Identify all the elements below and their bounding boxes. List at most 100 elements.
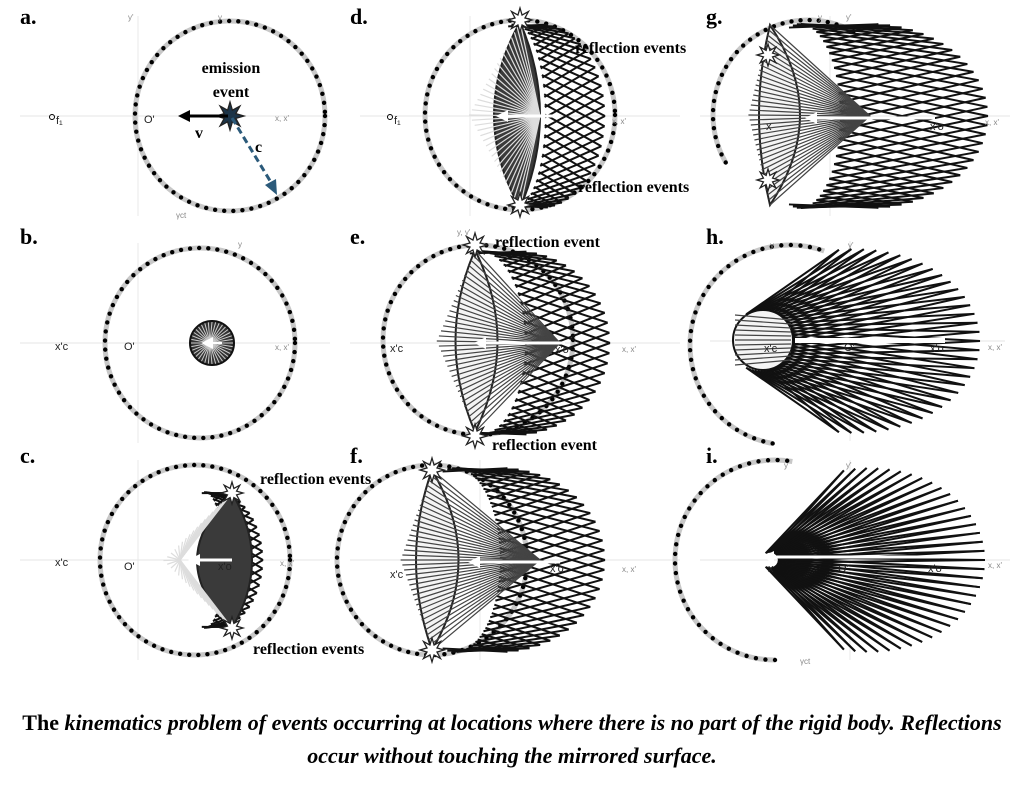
ray bbox=[754, 115, 871, 141]
ring-dot bbox=[291, 327, 297, 332]
ring-dot bbox=[373, 634, 378, 639]
ring-dot bbox=[678, 523, 684, 528]
reflected-ray bbox=[442, 647, 508, 653]
ring-dot bbox=[701, 393, 707, 398]
reflected-ray bbox=[494, 489, 570, 517]
ring-dot bbox=[290, 318, 295, 324]
ray bbox=[209, 329, 229, 344]
ring-dot bbox=[568, 32, 574, 38]
ray bbox=[513, 32, 541, 117]
ring-dot bbox=[696, 622, 702, 628]
ring-dot bbox=[734, 427, 740, 433]
panel-label-e: e. bbox=[350, 224, 365, 249]
reflected-ray bbox=[768, 248, 852, 314]
reflected-ray bbox=[466, 634, 560, 650]
axis-label: γct bbox=[176, 211, 187, 220]
reflected-ray bbox=[781, 360, 971, 378]
ray bbox=[761, 59, 871, 117]
ring-dot bbox=[427, 83, 432, 88]
ring-dot bbox=[555, 389, 560, 394]
reflected-ray bbox=[517, 362, 608, 394]
ring-dot bbox=[693, 376, 698, 381]
ring-dot bbox=[780, 21, 785, 26]
ray bbox=[482, 88, 541, 117]
ring-dot bbox=[589, 50, 594, 55]
ring-dot bbox=[755, 32, 760, 37]
ring-dot bbox=[191, 462, 197, 468]
ring-dot bbox=[743, 432, 748, 437]
ring-dot bbox=[292, 349, 297, 355]
ring-dot bbox=[151, 170, 157, 176]
ring-dot bbox=[322, 113, 328, 119]
ray bbox=[167, 559, 181, 565]
ring-dot bbox=[249, 206, 254, 211]
ring-dot bbox=[170, 249, 175, 255]
ring-dot bbox=[698, 490, 703, 496]
ring-dot bbox=[425, 92, 430, 97]
reflected-ray bbox=[491, 612, 561, 637]
ring-dot bbox=[114, 294, 120, 300]
ray bbox=[464, 342, 561, 408]
reflected-ray bbox=[748, 248, 852, 314]
event-star-icon bbox=[754, 166, 782, 194]
ray bbox=[734, 314, 792, 321]
ray bbox=[734, 324, 792, 329]
ring-dot bbox=[312, 157, 317, 163]
ring-dot bbox=[693, 310, 698, 315]
ring-dot bbox=[825, 19, 830, 25]
ring-dot bbox=[493, 244, 498, 249]
ring-dot bbox=[357, 496, 362, 502]
reflected-ray bbox=[781, 258, 913, 322]
ring-dot bbox=[763, 657, 768, 662]
ring-dot bbox=[210, 434, 215, 440]
ray bbox=[461, 279, 561, 344]
ring-dot bbox=[612, 121, 617, 127]
ray bbox=[494, 115, 541, 162]
ring-dot bbox=[279, 518, 284, 523]
ring-dot bbox=[236, 19, 241, 24]
ring-dot bbox=[586, 178, 591, 184]
ray bbox=[485, 115, 541, 147]
ring-dot bbox=[718, 641, 723, 647]
ring-dot bbox=[275, 510, 280, 515]
ring-dot bbox=[307, 165, 312, 170]
axis-label: x, x' bbox=[985, 118, 999, 127]
ring-dot bbox=[195, 203, 200, 208]
ring-dot bbox=[322, 109, 328, 115]
reflected-ray bbox=[514, 372, 606, 403]
focus-marker bbox=[387, 114, 393, 120]
reflected-ray bbox=[823, 166, 968, 192]
reflected-ray bbox=[770, 567, 923, 643]
ring-dot bbox=[595, 57, 600, 63]
reflected-ray bbox=[775, 564, 977, 597]
ring-dot bbox=[132, 111, 138, 116]
ring-dot bbox=[706, 284, 711, 290]
reflected-ray bbox=[775, 565, 972, 606]
reflected-ray bbox=[497, 503, 585, 535]
reflected-ray bbox=[483, 605, 591, 633]
ring-dot bbox=[439, 58, 444, 64]
ray bbox=[464, 274, 561, 344]
ray bbox=[459, 342, 561, 398]
ray bbox=[502, 115, 541, 178]
reflected-ray bbox=[776, 487, 942, 557]
ray bbox=[753, 94, 871, 117]
ring-dot bbox=[451, 45, 456, 50]
annotation-reflection-top: reflection events bbox=[260, 471, 371, 488]
ring-dot bbox=[101, 582, 106, 587]
reflected-ray bbox=[783, 262, 923, 324]
ray bbox=[477, 98, 541, 117]
ray bbox=[429, 474, 541, 561]
ring-dot bbox=[296, 179, 301, 185]
panel-label-b: b. bbox=[20, 224, 38, 249]
ring-dot bbox=[710, 116, 716, 122]
panel-label-i: i. bbox=[706, 443, 718, 468]
ring-dot bbox=[612, 108, 618, 114]
ring-dot bbox=[109, 511, 115, 517]
ring-dot bbox=[204, 205, 209, 211]
ring-dot bbox=[183, 29, 188, 35]
reflected-ray bbox=[788, 347, 959, 394]
ring-dot bbox=[191, 26, 196, 31]
